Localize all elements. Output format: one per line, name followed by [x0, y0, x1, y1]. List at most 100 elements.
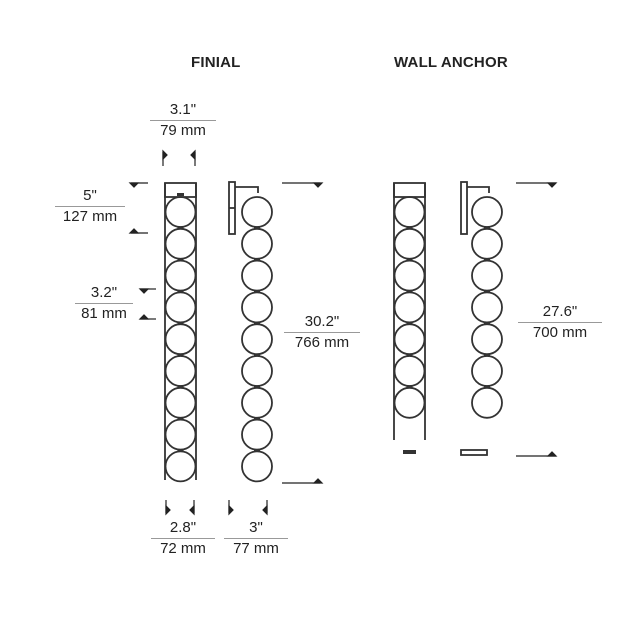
finial-front-connector [177, 226, 184, 230]
finial-canopy-height-label: 5" 127 mm [55, 186, 125, 227]
finial-front-connector [177, 258, 184, 262]
finial-front-sphere [164, 323, 197, 356]
arrow [312, 478, 324, 484]
finial-sphere-pitch-label: 3.2" 81 mm [75, 283, 133, 324]
arrow [189, 504, 195, 516]
wall-anchor-side-sphere [471, 291, 503, 324]
arrow [190, 149, 196, 161]
imperial-value: 3" [224, 518, 288, 539]
wall-anchor-overall-height-label: 27.6" 700 mm [518, 302, 602, 343]
wall-anchor-side-sphere [471, 196, 503, 228]
wall-anchor-front-sphere [393, 323, 426, 356]
arrow [312, 182, 324, 188]
finial-front-connector [177, 321, 184, 325]
metric-value: 72 mm [160, 540, 206, 557]
wall-anchor-canopy [393, 182, 426, 198]
finial-side-arm [235, 186, 259, 193]
imperial-value: 30.2" [284, 312, 360, 333]
finial-side-sphere [241, 196, 273, 228]
finial-front-sphere [164, 418, 197, 451]
arrow [228, 504, 234, 516]
wall-anchor-side-sphere [471, 355, 503, 387]
wall-anchor-title: WALL ANCHOR [394, 54, 508, 71]
finial-side-sphere [241, 386, 273, 419]
wall-anchor-side-sphere [471, 227, 503, 260]
finial-front-sphere [164, 227, 197, 260]
wall-anchor-front-sphere [393, 196, 426, 228]
finial-front-sphere [164, 196, 197, 228]
arrow [546, 451, 558, 457]
wall-anchor-side-sphere [471, 259, 503, 292]
wall-anchor-side-sphere [471, 323, 503, 356]
finial-side-connector [254, 258, 260, 262]
wall-anchor-side-connector [484, 258, 490, 262]
finial-cap [177, 193, 184, 196]
finial-top-width-label: 3.1" 79 mm [150, 100, 216, 141]
arrow [262, 504, 268, 516]
metric-value: 81 mm [81, 305, 127, 322]
wall-anchor-front-sphere [393, 355, 426, 387]
arrow [128, 182, 140, 188]
finial-front-connector [177, 448, 184, 452]
finial-side-depth-label: 3" 77 mm [224, 518, 288, 559]
wall-anchor-side-sphere [471, 386, 503, 419]
metric-value: 700 mm [532, 324, 588, 341]
metric-value: 79 mm [160, 122, 206, 139]
finial-side-sphere [241, 355, 273, 387]
wall-anchor-front-sphere [393, 386, 426, 419]
wall-anchor-front-connector [406, 226, 413, 230]
wall-anchor-side-connector [484, 321, 490, 325]
finial-side-sphere [241, 259, 273, 292]
wa-side-wallplate [460, 181, 468, 235]
finial-front-connector [177, 417, 184, 421]
wall-anchor-front-connector [406, 321, 413, 325]
finial-side-connector [254, 448, 260, 452]
wall-anchor-side-connector [484, 226, 490, 230]
arrow [138, 314, 150, 320]
finial-front-sphere [164, 386, 197, 419]
wall-anchor-side-connector [484, 353, 490, 357]
wall-anchor-side-connector [484, 289, 490, 293]
finial-front-sphere [164, 355, 197, 387]
imperial-value: 2.8" [151, 518, 215, 539]
finial-side-sphere [241, 323, 273, 356]
finial-side-connector [254, 226, 260, 230]
finial-side-sphere [241, 227, 273, 260]
arrow [546, 182, 558, 188]
wall-anchor-front-connector [406, 289, 413, 293]
arrow [138, 288, 150, 294]
finial-front-sphere [164, 291, 197, 324]
arrow [128, 228, 140, 234]
imperial-value: 3.1" [150, 100, 216, 121]
finial-side-connector [254, 385, 260, 389]
finial-front-sphere [164, 259, 197, 292]
imperial-value: 27.6" [518, 302, 602, 323]
metric-value: 766 mm [294, 334, 350, 351]
metric-value: 77 mm [233, 540, 279, 557]
finial-side-sphere [241, 450, 273, 483]
finial-front-connector [177, 385, 184, 389]
wall-anchor-front-sphere [393, 227, 426, 260]
wall-anchor-bottom-cap [403, 450, 416, 454]
wall-anchor-side-connector [484, 385, 490, 389]
finial-front-width-label: 2.8" 72 mm [151, 518, 215, 559]
wall-anchor-front-sphere [393, 259, 426, 292]
wa-side-arm [467, 186, 490, 193]
finial-side-sphere [241, 291, 273, 324]
wall-anchor-front-connector [406, 385, 413, 389]
finial-front-sphere [164, 450, 197, 483]
finial-side-connector [254, 289, 260, 293]
finial-side-sphere [241, 418, 273, 451]
wall-anchor-front-connector [406, 353, 413, 357]
wall-anchor-front-connector [406, 258, 413, 262]
imperial-value: 3.2" [75, 283, 133, 304]
metric-value: 127 mm [62, 208, 118, 225]
finial-overall-height-label: 30.2" 766 mm [284, 312, 360, 353]
finial-title: FINIAL [191, 54, 241, 71]
finial-side-connector [254, 353, 260, 357]
finial-front-connector [177, 289, 184, 293]
finial-front-connector [177, 353, 184, 357]
finial-side-connector [254, 417, 260, 421]
wall-anchor-bottom-bracket [460, 449, 488, 456]
imperial-value: 5" [55, 186, 125, 207]
